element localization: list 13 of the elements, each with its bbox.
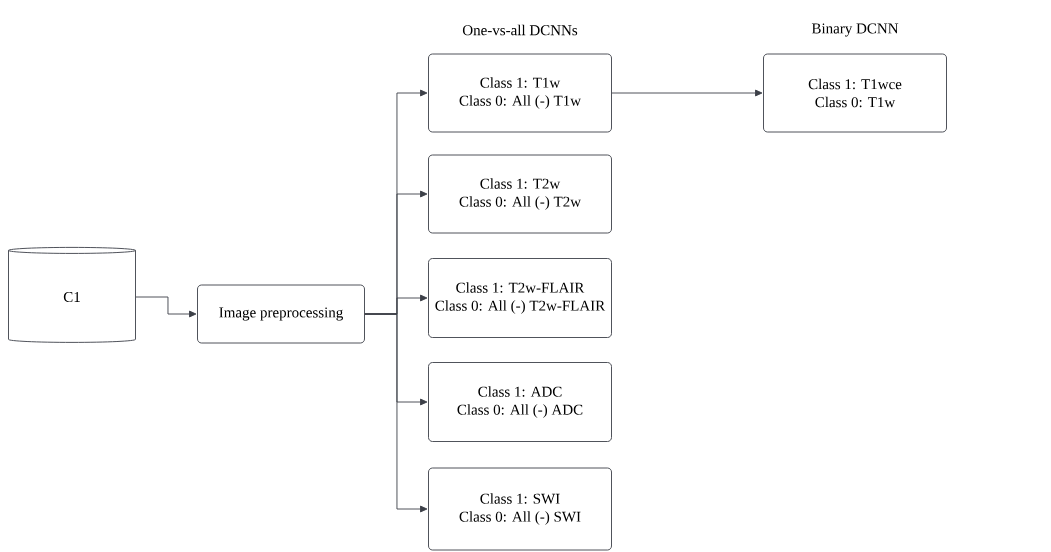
arrow	[135, 296, 197, 318]
process-box: Class 1: T2w-FLAIR Class 0: All (-) T2w-FLAIR	[428, 258, 612, 338]
database-cylinder: C1	[8, 246, 136, 343]
process-box: Class 1: T2w Class 0: All (-) T2w	[428, 154, 612, 234]
column-heading: One-vs-all DCNNs	[462, 24, 578, 36]
process-box: Class 1: T1wce Class 0: T1w	[763, 53, 947, 133]
process-box: Image preprocessing	[197, 284, 365, 344]
process-box: Class 1: T1w Class 0: All (-) T1w	[428, 53, 612, 133]
column-heading: Binary DCNN	[811, 23, 899, 37]
process-box: Class 1: ADC Class 0: All (-) ADC	[428, 362, 612, 442]
process-box: Class 1: SWI Class 0: All (-) SWI	[428, 467, 612, 551]
arrow	[611, 89, 763, 97]
arrow	[364, 313, 428, 513]
